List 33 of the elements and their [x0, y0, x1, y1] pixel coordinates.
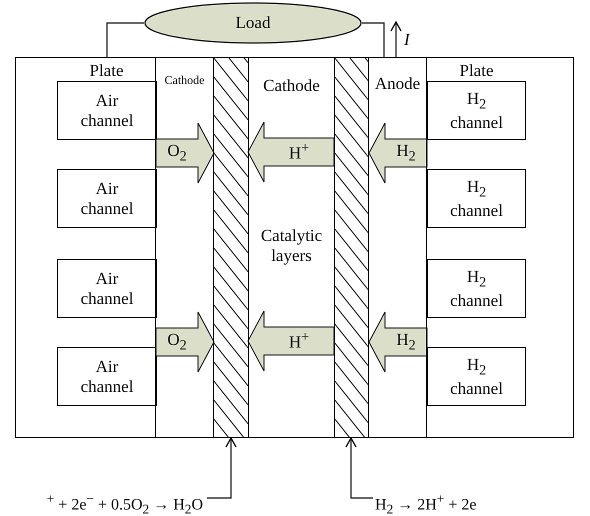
equation-label: $^{+}$ + 2e$^{−}$ + 0.5O$_{2}$ → H$_{2}$O — [46, 486, 203, 512]
region-label: Catalytic layers — [260, 226, 324, 266]
channel-box: H$_{2}$ channel — [427, 81, 526, 140]
channel-box: H$_{2}$ channel — [427, 169, 526, 228]
arrow-label: H$_{2}$ — [395, 329, 417, 355]
block-arrow — [247, 122, 334, 182]
region-label: Plate — [458, 61, 494, 81]
equation-label: H$_{2}$ → 2H$^{+}$ + 2e — [375, 486, 476, 512]
current-label: I — [404, 30, 410, 50]
edge-label: H$^{+}$ — [288, 328, 310, 354]
electrode-region — [368, 57, 427, 438]
arrow-label: O$_{2}$ — [166, 329, 188, 355]
channel-box: Air channel — [57, 347, 157, 406]
leader-line — [345, 437, 373, 499]
region-label: Cathode — [262, 76, 321, 96]
region-label: Anode — [374, 74, 422, 94]
region-label: Cathode — [164, 74, 206, 88]
block-arrow — [247, 310, 334, 372]
channel-box: H$_{2}$ channel — [427, 259, 526, 318]
plate-region — [15, 57, 156, 438]
edge-label: H$^{+}$ — [288, 139, 310, 165]
wire — [362, 22, 385, 57]
plate-region — [426, 57, 574, 438]
leader-line — [207, 437, 237, 499]
region-label: Plate — [88, 61, 124, 81]
wire — [106, 22, 144, 57]
channel-box: Air channel — [57, 259, 157, 318]
channel-box: Air channel — [57, 81, 157, 140]
arrow-label: O$_{2}$ — [166, 140, 188, 166]
channel-box: Air channel — [57, 169, 157, 228]
load-label: Load — [234, 12, 272, 34]
arrow-label: H$_{2}$ — [395, 140, 417, 166]
channel-box: H$_{2}$ channel — [427, 347, 526, 406]
